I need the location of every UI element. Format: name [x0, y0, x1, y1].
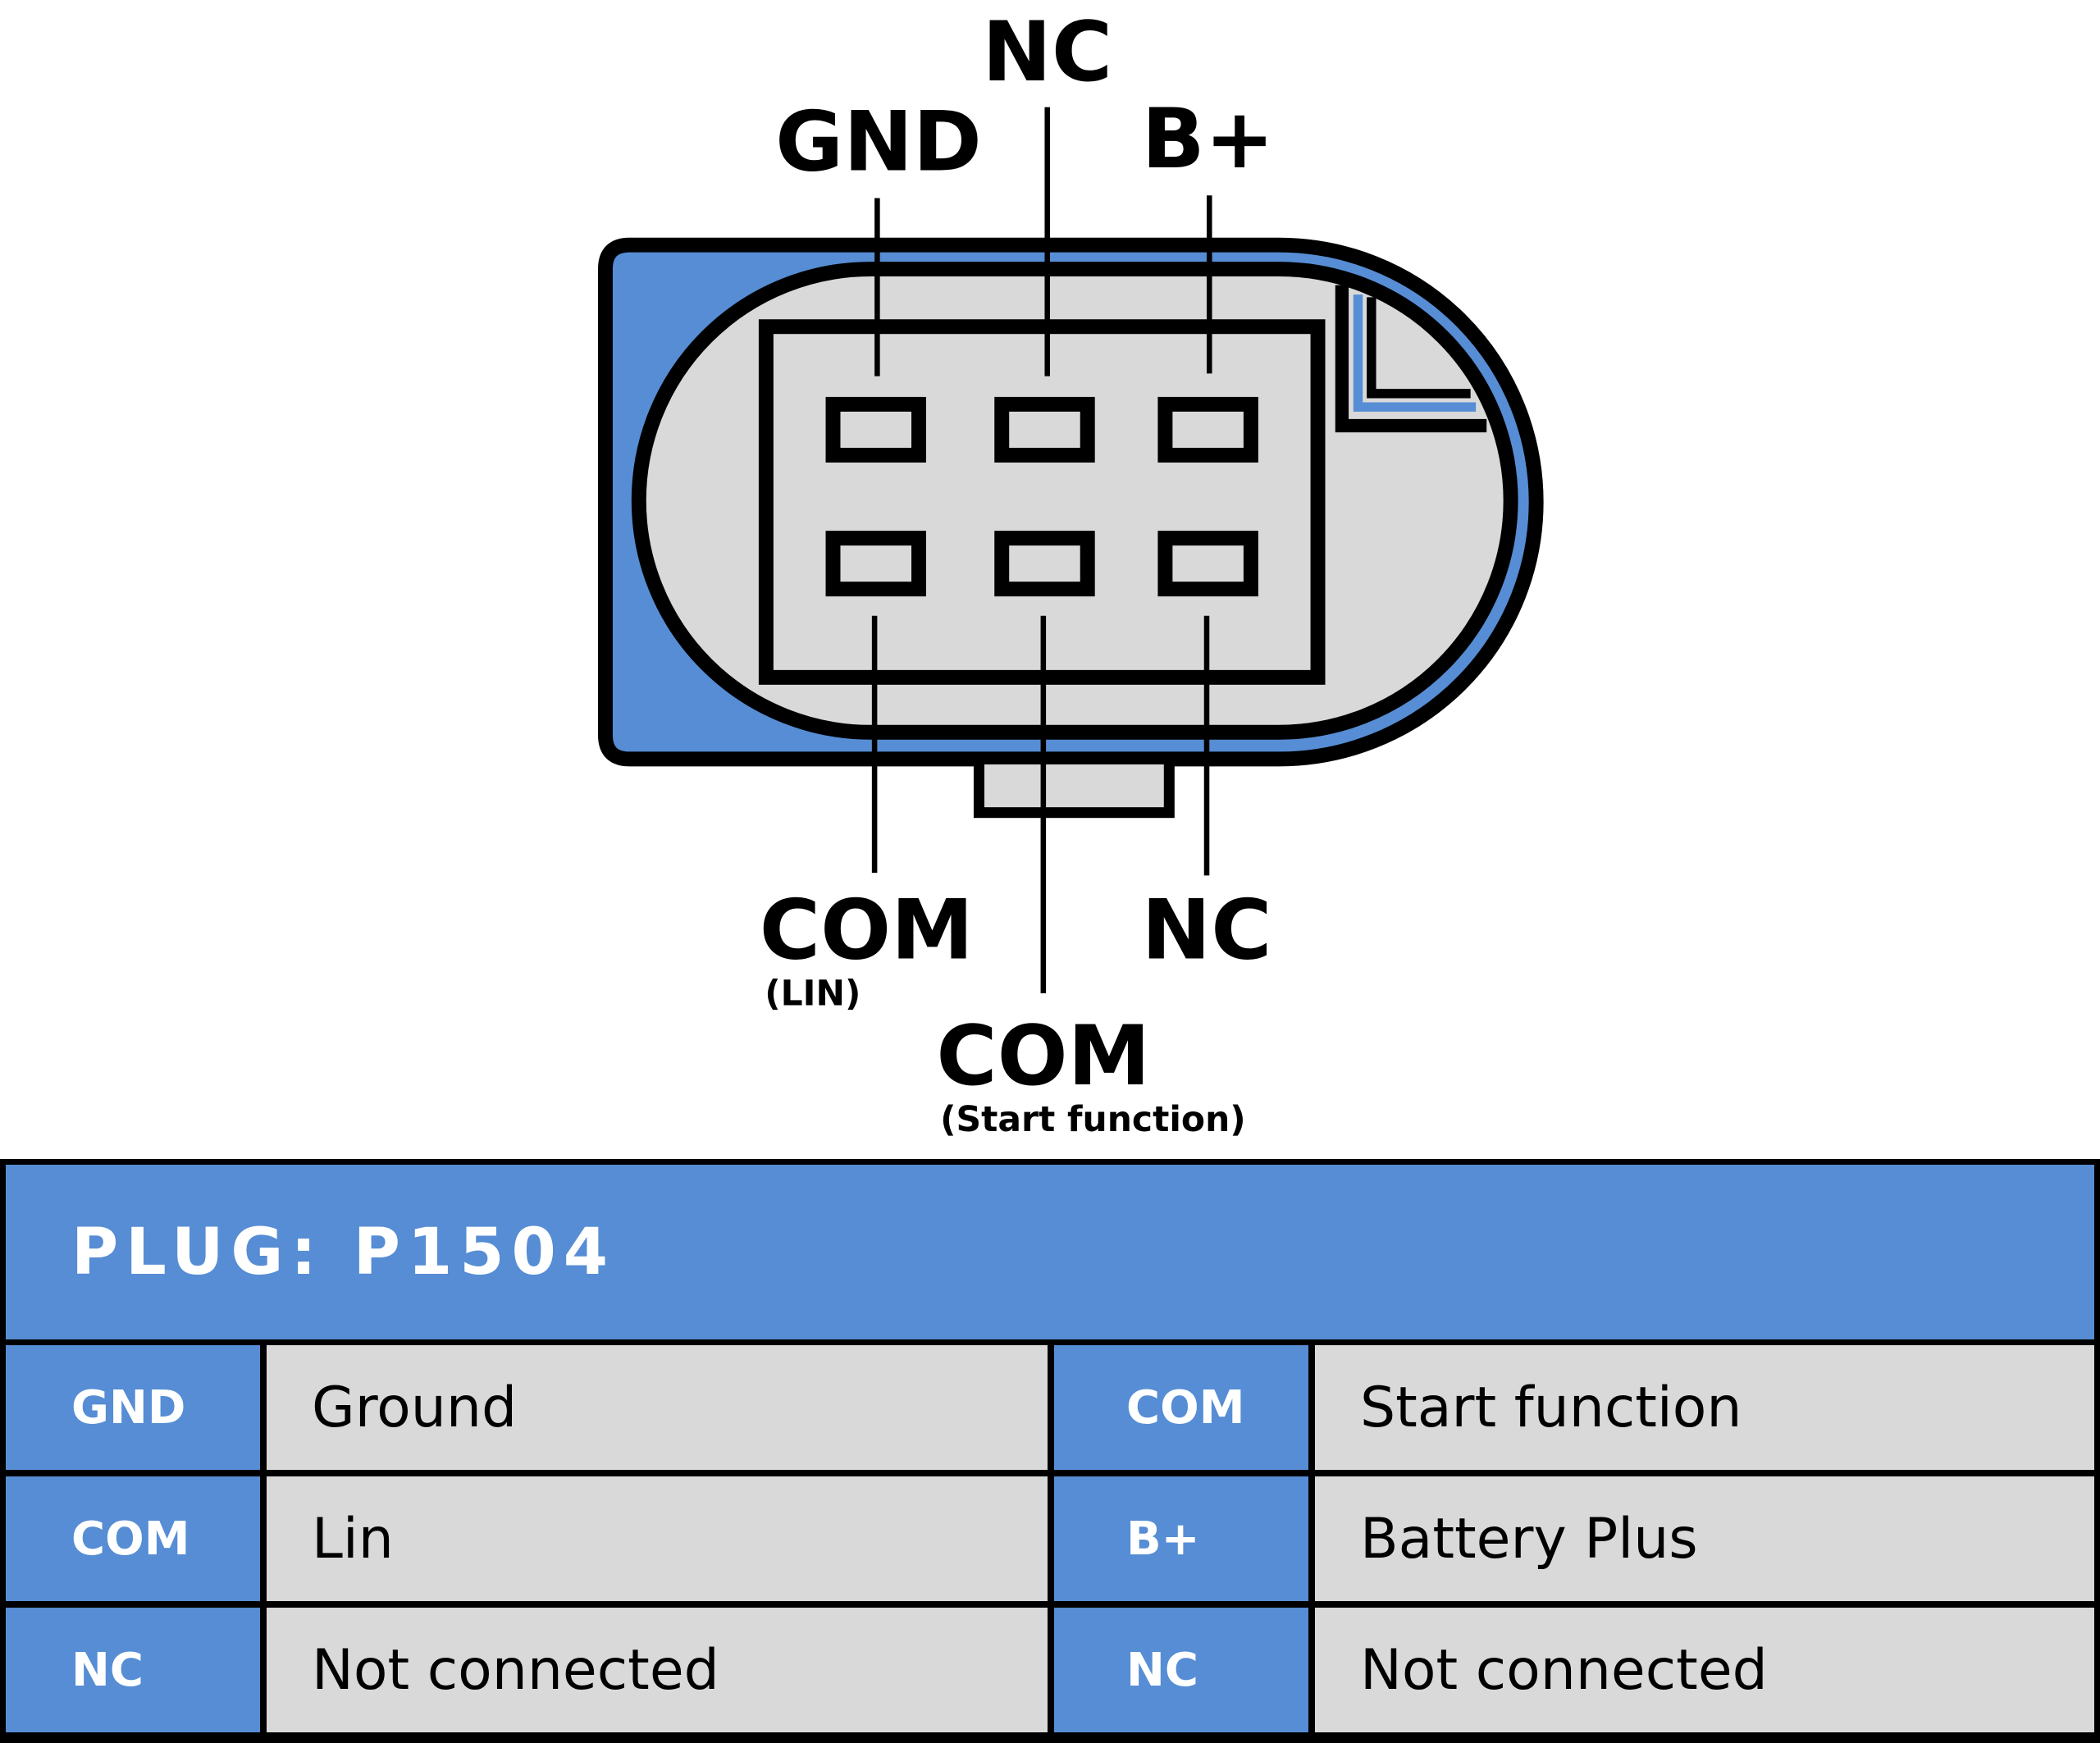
keying-notch — [1335, 285, 1487, 433]
label-com-start: COM — [936, 1007, 1150, 1104]
pin-description: Ground — [267, 1345, 1048, 1470]
pin-com-lin — [825, 531, 926, 597]
table-row: B+ Battery Plus — [1054, 1476, 2094, 1601]
sublabel-com-start: (Start function) — [940, 1100, 1246, 1140]
pin-gnd — [825, 396, 926, 463]
pins-top-row — [825, 396, 1258, 463]
pin-bplus — [1157, 396, 1258, 463]
pin-com-start — [994, 531, 1095, 597]
plug-title: PLUG: P1504 — [71, 1216, 616, 1289]
pin-description: Lin — [267, 1476, 1048, 1601]
pin-nc-bottom — [1157, 531, 1258, 597]
pin-code: COM — [1054, 1345, 1308, 1470]
pins-bottom-row — [825, 531, 1258, 597]
sublabel-com-lin: (LIN) — [765, 974, 861, 1015]
pin-code: COM — [6, 1476, 260, 1601]
pinout-table: PLUG: P1504 GND Ground COM Lin NC Not co… — [0, 1159, 2100, 1743]
label-nc-top: NC — [982, 3, 1112, 100]
pin-description: Battery Plus — [1315, 1476, 2094, 1601]
connector-latch-tab — [973, 753, 1175, 819]
table-row: NC Not connected — [1054, 1608, 2094, 1732]
pin-code: B+ — [1054, 1476, 1308, 1601]
pin-description: Not connected — [1315, 1608, 2094, 1732]
keying-notch-blue — [1353, 294, 1477, 412]
table-row: COM Start function — [1054, 1345, 2094, 1470]
label-com-lin: COM — [760, 882, 974, 979]
pin-code: NC — [1054, 1608, 1308, 1732]
table-row: COM Lin — [6, 1476, 1048, 1601]
label-nc-bottom: NC — [1142, 882, 1272, 979]
pin-nc-top — [994, 396, 1095, 463]
keying-notch-inner — [1367, 297, 1471, 399]
pin-code: NC — [6, 1608, 260, 1732]
label-bplus: B+ — [1142, 90, 1275, 187]
pin-description: Not connected — [267, 1608, 1048, 1732]
table-header: PLUG: P1504 — [6, 1165, 2094, 1345]
label-gnd: GND — [775, 93, 982, 189]
table-row: GND Ground — [6, 1345, 1048, 1470]
pin-description: Start function — [1315, 1345, 2094, 1470]
pin-code: GND — [6, 1345, 260, 1470]
table-row: NC Not connected — [6, 1608, 1048, 1732]
